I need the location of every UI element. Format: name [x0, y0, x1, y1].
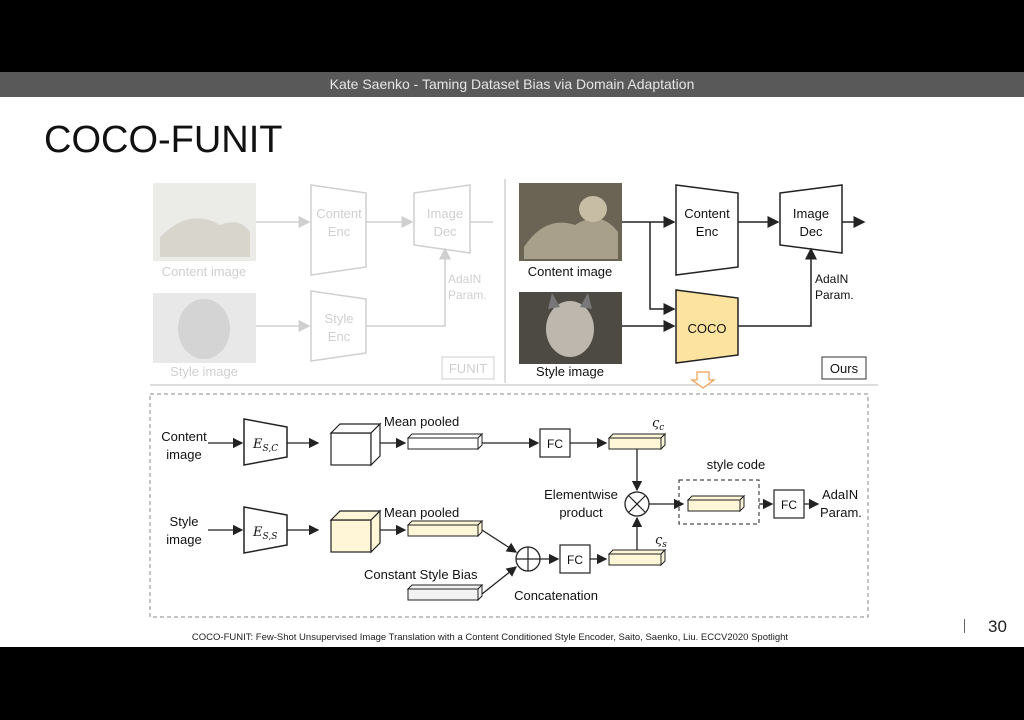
zeta-c-vector	[607, 432, 667, 451]
detail-style-image-label: Style	[170, 514, 199, 529]
style-style-encoder	[243, 506, 288, 554]
funit-style-image-label: Style image	[170, 364, 238, 379]
ours-content-image-label: Content image	[528, 264, 613, 279]
funit-dog-shape	[178, 299, 230, 359]
detail-dashed-box	[149, 393, 869, 618]
style-pooled-vector	[406, 519, 484, 538]
funit-content-enc-label: Content	[316, 206, 362, 221]
fc-mid-box	[559, 544, 591, 574]
ours-image-dec	[779, 184, 843, 254]
ours-image-dec-label: Image	[793, 206, 829, 221]
mean-pooled-top-label: Mean pooled	[384, 414, 459, 429]
presentation-header-bar: Kate Saenko - Taming Dataset Bias via Do…	[0, 72, 1024, 97]
page-divider	[964, 619, 965, 633]
citation: COCO-FUNIT: Few-Shot Unsupervised Image …	[191, 632, 789, 643]
style-code-vector	[686, 494, 746, 513]
style-feature-cube	[329, 509, 382, 554]
enc-s-label: ES,S	[252, 525, 277, 542]
elementwise-label: Elementwise	[544, 487, 618, 502]
slide-title: COCO-FUNIT	[44, 119, 283, 161]
slide: COCO-FUNIT Content Enc Image Dec	[0, 97, 1024, 647]
zeta-s-label: ςs	[655, 533, 667, 550]
coco-detail-panel: Content image Style image ES,C ES,S	[149, 393, 869, 618]
ours-tag-label: Ours	[830, 361, 859, 376]
style-code-box	[678, 479, 760, 525]
funit-tag	[441, 356, 495, 380]
detail-content-image-label: Content	[161, 429, 207, 444]
mean-pooled-bottom-label: Mean pooled	[384, 505, 459, 520]
page-number: 30	[988, 617, 1007, 636]
ours-panel: Content Enc Image Dec COCO AdaIN Param. …	[519, 183, 867, 389]
ours-content-enc	[675, 184, 739, 276]
fc-right-label: FC	[781, 498, 797, 512]
elementwise-label-2: product	[559, 505, 603, 520]
tiger-head-icon	[579, 196, 607, 222]
detail-content-image-label-2: image	[166, 447, 201, 462]
zeta-c-label: ςc	[652, 416, 664, 433]
funit-style-enc-label-2: Enc	[328, 329, 351, 344]
fc-right-box	[773, 489, 805, 519]
funit-content-enc	[310, 184, 367, 276]
ours-adain-label-2: Param.	[815, 288, 854, 302]
ours-image-dec-label-2: Dec	[799, 224, 823, 239]
ours-content-enc-label-2: Enc	[696, 224, 719, 239]
style-code-label: style code	[707, 457, 766, 472]
architecture-diagram: Content Enc Image Dec Style Enc AdaIN Pa…	[149, 179, 878, 618]
zeta-s-vector	[607, 548, 667, 567]
fc-top-label: FC	[547, 437, 563, 451]
detail-adain-label-2: Param.	[820, 505, 862, 520]
ours-tag	[821, 356, 867, 380]
ours-adain-label: AdaIN	[815, 272, 848, 286]
concatenation-label: Concatenation	[514, 588, 598, 603]
constant-bias-label: Constant Style Bias	[364, 567, 478, 582]
funit-style-enc	[310, 290, 367, 362]
funit-content-image-label: Content image	[162, 264, 247, 279]
funit-tiger-shape	[160, 218, 250, 257]
tiger-body-icon	[524, 218, 618, 259]
detail-adain-label: AdaIN	[822, 487, 858, 502]
funit-image-dec-label: Image	[427, 206, 463, 221]
ours-content-enc-label: Content	[684, 206, 730, 221]
detail-style-image-label-2: image	[166, 532, 201, 547]
funit-adain-label: AdaIN	[448, 272, 481, 286]
funit-image-dec-label-2: Dec	[433, 224, 457, 239]
content-pooled-vector	[406, 432, 484, 451]
coco-label: COCO	[688, 321, 727, 336]
constant-style-bias-vector	[406, 583, 484, 602]
funit-tag-label: FUNIT	[449, 361, 487, 376]
funit-style-enc-label: Style	[325, 311, 354, 326]
fc-mid-label: FC	[567, 553, 583, 567]
content-style-encoder	[243, 418, 288, 466]
dog-face-icon	[546, 301, 594, 357]
enc-c-label: ES,C	[252, 437, 278, 454]
funit-content-enc-label-2: Enc	[328, 224, 351, 239]
content-feature-cube	[329, 422, 382, 467]
coco-encoder	[675, 289, 739, 364]
ours-style-image-label: Style image	[536, 364, 604, 379]
funit-image-dec	[413, 184, 471, 254]
presenter-title: Kate Saenko - Taming Dataset Bias via Do…	[329, 76, 695, 92]
expand-down-arrow-icon	[690, 371, 716, 389]
funit-panel: Content Enc Image Dec Style Enc AdaIN Pa…	[153, 183, 495, 380]
funit-adain-label-2: Param.	[448, 288, 487, 302]
dog-ears-icon	[548, 293, 592, 309]
